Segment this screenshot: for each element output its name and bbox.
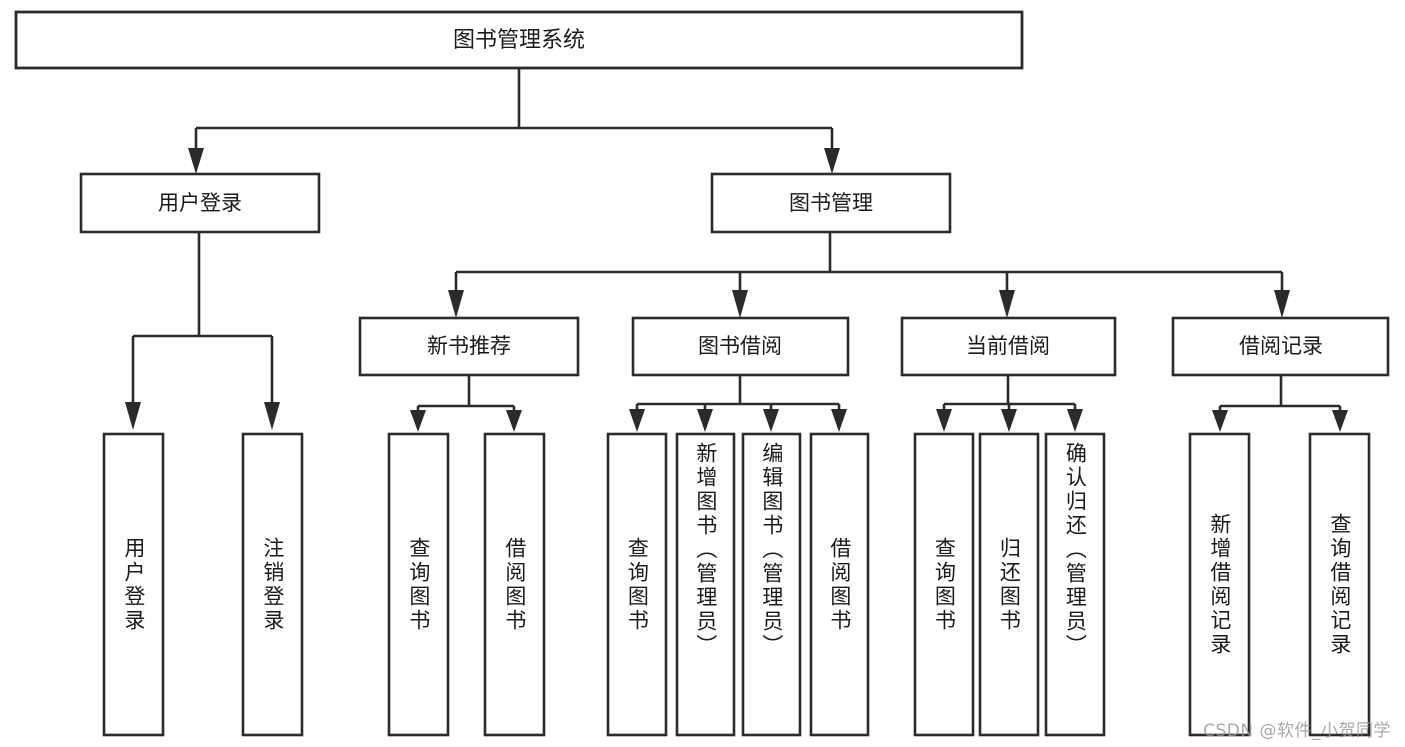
node-leaf-query-record-box[interactable] (1308, 432, 1371, 737)
node-leaf-add-record-box[interactable] (1188, 432, 1251, 737)
node-new-book-recommend[interactable]: 新书推荐 (358, 316, 580, 377)
arrow-to-new-book-recommend (448, 290, 464, 318)
node-new-book-recommend-label: 新书推荐 (427, 334, 511, 358)
node-leaf-confirm-return-box[interactable] (1044, 432, 1106, 737)
node-current-borrow-label: 当前借阅 (966, 334, 1050, 358)
arrow-to-leaf-query-book-1 (410, 410, 426, 432)
node-leaf-query-book-3-box[interactable] (913, 432, 975, 737)
node-borrow-record-box[interactable] (1171, 316, 1390, 377)
node-book-manage-label: 图书管理 (789, 191, 873, 215)
node-leaf-user-login-box[interactable] (102, 432, 165, 737)
node-leaf-edit-book-box[interactable] (741, 432, 802, 737)
arrow-to-leaf-add-book (697, 409, 713, 432)
node-borrow-record[interactable]: 借阅记录 (1171, 316, 1390, 377)
node-leaf-query-book-2-box[interactable] (606, 432, 668, 737)
node-leaf-query-book-1-box[interactable] (387, 432, 450, 737)
node-new-book-recommend-box[interactable] (358, 316, 580, 377)
node-borrow-record-label: 借阅记录 (1239, 334, 1323, 358)
arrow-to-leaf-user-logout (264, 402, 280, 430)
node-book-manage-box[interactable] (710, 172, 952, 234)
arrow-to-leaf-confirm-return (1067, 409, 1083, 432)
leaf-box-layer (102, 432, 1371, 737)
node-book-manage[interactable]: 图书管理 (710, 172, 952, 234)
arrow-to-leaf-query-record (1332, 410, 1348, 432)
node-user-login-box[interactable] (79, 172, 321, 234)
arrow-to-borrow-record (1274, 290, 1290, 318)
node-book-borrow-label: 图书借阅 (698, 334, 782, 358)
arrow-to-leaf-borrow-book-1 (506, 410, 522, 432)
edge-layer (125, 68, 1348, 432)
node-user-login-label: 用户登录 (158, 191, 242, 215)
node-user-login[interactable]: 用户登录 (79, 172, 321, 234)
arrow-to-leaf-add-record (1212, 410, 1228, 432)
node-leaf-user-logout-box[interactable] (241, 432, 304, 737)
node-current-borrow[interactable]: 当前借阅 (900, 316, 1117, 377)
arrow-to-book-manage (824, 148, 840, 174)
node-current-borrow-box[interactable] (900, 316, 1117, 377)
node-leaf-borrow-book-1-box[interactable] (483, 432, 546, 737)
arrow-to-book-borrow (732, 290, 748, 318)
arrow-to-leaf-query-book-2 (629, 409, 645, 432)
arrow-to-leaf-return-book (1001, 409, 1017, 432)
arrow-to-leaf-user-login (125, 402, 141, 430)
arrow-to-leaf-borrow-book-2 (831, 409, 847, 432)
node-root-label: 图书管理系统 (453, 28, 585, 53)
node-leaf-return-book-box[interactable] (978, 432, 1040, 737)
node-book-borrow[interactable]: 图书借阅 (631, 316, 850, 377)
arrow-to-current-borrow (999, 290, 1015, 318)
arrow-to-leaf-query-book-3 (936, 409, 952, 432)
node-book-borrow-box[interactable] (631, 316, 850, 377)
node-leaf-add-book-box[interactable] (675, 432, 736, 737)
node-leaf-borrow-book-2-box[interactable] (809, 432, 870, 737)
node-root[interactable]: 图书管理系统 (14, 10, 1024, 70)
arrow-to-leaf-edit-book (763, 409, 779, 432)
arrow-to-user-login (188, 148, 204, 174)
node-root-box[interactable] (14, 10, 1024, 70)
